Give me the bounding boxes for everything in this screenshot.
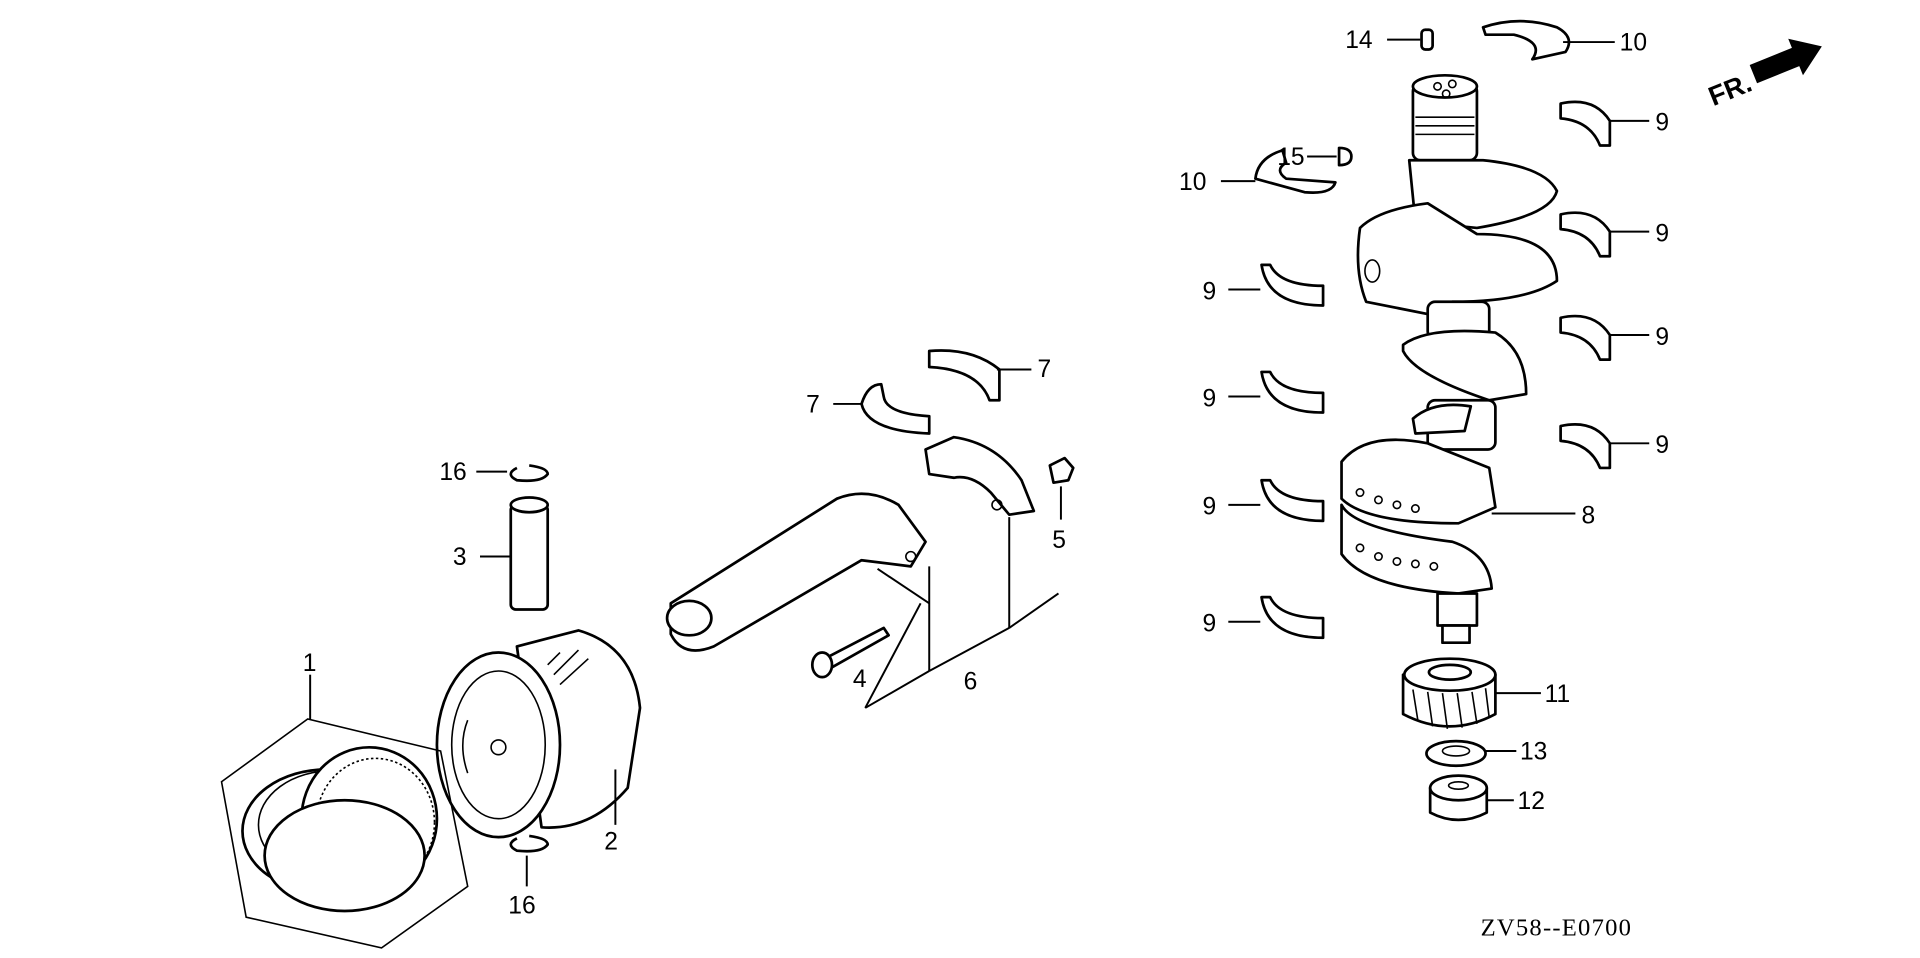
callout-9c: 9 [1655,324,1669,351]
part-3-piston-pin: 3 [453,496,550,611]
diagram-code: ZV58--E0700 [1481,915,1633,942]
front-label: FR. [1704,67,1756,112]
callout-2: 2 [604,828,618,855]
part-10-thrust-washer-left: 10 [1179,149,1337,196]
callout-9b: 9 [1655,220,1669,247]
part-16-clip-top: 16 [439,459,550,486]
part-6-connecting-rod: 5 4 6 [665,435,1075,709]
callout-9a: 9 [1655,110,1669,137]
callout-10b: 10 [1179,169,1206,196]
callout-8: 8 [1582,502,1596,529]
part-10-thrust-washer-top: 10 [1481,19,1647,61]
arrow-icon [1749,38,1822,84]
callout-7a: 7 [1038,356,1052,383]
callout-15: 15 [1277,144,1304,171]
part-12-nut: 12 [1428,774,1545,822]
part-11-gear: 11 [1401,657,1571,729]
part-1-piston-ring-set: 1 [220,650,469,949]
callout-9e: 9 [1202,278,1216,305]
front-direction-arrow: FR. [1704,38,1822,112]
callout-3: 3 [453,544,467,571]
part-9-bearings-right: 9 9 9 9 [1559,100,1669,470]
part-14-pin: 14 [1345,27,1434,54]
callout-16a: 16 [439,459,466,486]
part-7-rod-bearings: 7 7 [806,349,1052,435]
callout-9h: 9 [1202,611,1216,638]
callout-9d: 9 [1655,432,1669,459]
callout-6: 6 [964,668,978,695]
part-15-key: 15 [1277,144,1353,171]
callout-4: 4 [853,666,867,693]
callout-7b: 7 [806,392,820,419]
callout-16b: 16 [508,892,535,919]
callout-5: 5 [1052,527,1066,554]
callout-9g: 9 [1202,494,1216,521]
callout-9f: 9 [1202,385,1216,412]
part-2-piston: 2 [435,629,642,855]
part-9-bearings-left: 9 9 9 9 [1202,263,1325,640]
callout-11: 11 [1545,681,1571,708]
part-13-washer: 13 [1425,739,1547,768]
part-16-clip-bottom: 16 [508,834,550,919]
callout-14: 14 [1345,27,1372,54]
callout-1: 1 [303,650,317,677]
callout-12: 12 [1518,788,1545,815]
callout-13: 13 [1520,739,1547,766]
callout-10a: 10 [1620,30,1647,57]
part-8-crankshaft: 8 [1340,73,1596,645]
